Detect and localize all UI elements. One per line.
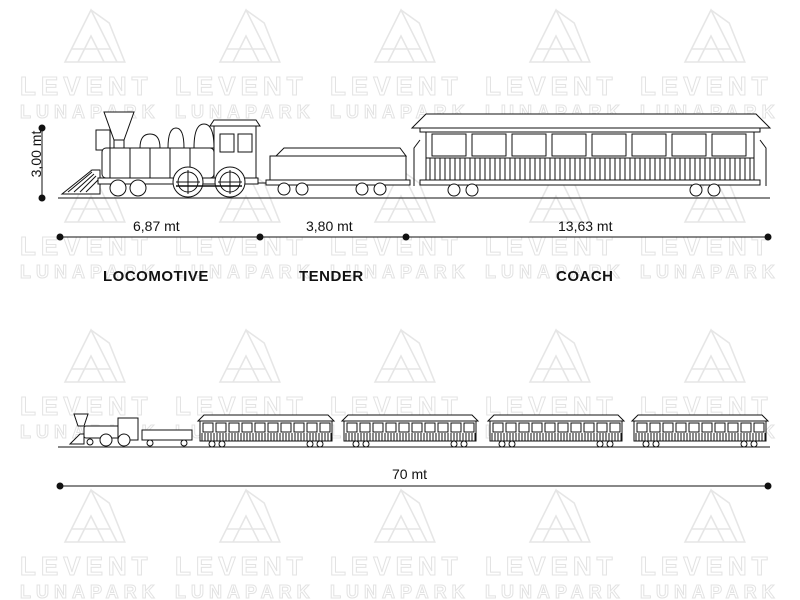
watermark-text: LEVENT <box>175 231 308 261</box>
tender-drawing <box>258 147 411 196</box>
watermark-text: LEVENT <box>485 71 618 101</box>
watermark-text: LUNAPARK <box>485 582 625 600</box>
coach-caption: COACH <box>556 268 614 285</box>
watermark-text: LEVENT <box>175 71 308 101</box>
watermark-text: LEVENT <box>485 231 618 261</box>
watermark-text: LEVENT <box>20 71 153 101</box>
watermark-text: LUNAPARK <box>640 262 780 282</box>
train-length-dimension <box>56 482 772 490</box>
watermark-text: LUNAPARK <box>175 262 315 282</box>
height-dimension <box>38 124 46 202</box>
watermark-text: LEVENT <box>640 551 773 581</box>
watermark-text: LEVENT <box>330 231 463 261</box>
watermark-text: LUNAPARK <box>330 262 470 282</box>
watermark-text: LUNAPARK <box>20 582 160 600</box>
full-train-drawing <box>68 413 770 448</box>
tender-caption: TENDER <box>299 268 364 285</box>
length-dimensions <box>56 233 772 241</box>
train-length-label: 70 mt <box>392 466 428 482</box>
watermark-text: LUNAPARK <box>330 582 470 600</box>
watermark-text: LUNAPARK <box>485 262 625 282</box>
watermark-text: LEVENT <box>640 71 773 101</box>
watermark-text: LUNAPARK <box>175 582 315 600</box>
watermark-text: LEVENT <box>175 551 308 581</box>
locomotive-drawing <box>60 111 261 198</box>
watermark-text: LUNAPARK <box>175 102 315 122</box>
watermark-text: LEVENT <box>20 231 153 261</box>
watermark-text: LEVENT <box>330 71 463 101</box>
coach-drawing <box>410 113 772 197</box>
tender-length-label: 3,80 mt <box>306 218 353 234</box>
coach-length-label: 13,63 mt <box>558 218 613 234</box>
locomotive-caption: LOCOMOTIVE <box>103 268 209 285</box>
locomotive-length-label: 6,87 mt <box>133 218 180 234</box>
watermark-text: LUNAPARK <box>640 582 780 600</box>
watermark-text: LEVENT <box>485 551 618 581</box>
watermark-text: LEVENT <box>20 551 153 581</box>
watermark-text: LUNAPARK <box>20 262 160 282</box>
watermark-text: LEVENT <box>330 551 463 581</box>
height-label: 3,00 mt <box>28 130 44 178</box>
watermark-text: LEVENT <box>640 231 773 261</box>
